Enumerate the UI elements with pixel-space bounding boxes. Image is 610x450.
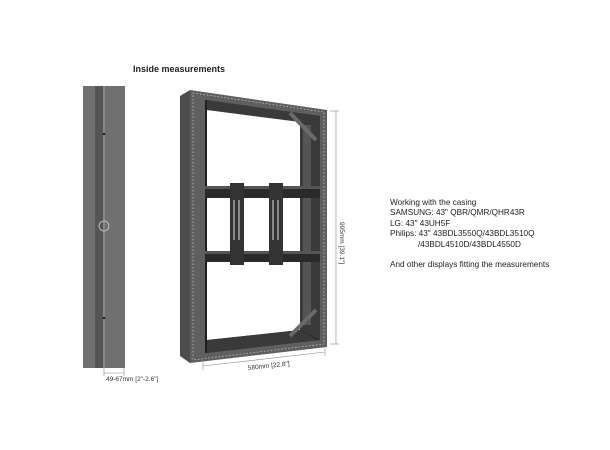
- casing-frame: [180, 90, 327, 363]
- mount-bracket-right: [269, 183, 283, 265]
- depth-dimension: 49-67mm [2"-2.6"]: [106, 376, 158, 383]
- compatibility-lg: LG: 43" 43UH5F: [390, 218, 451, 228]
- side-view: [83, 86, 125, 376]
- compatibility-info: Working with the casing SAMSUNG: 43" QBR…: [390, 198, 549, 270]
- height-dimension: 995mm [39.1"]: [338, 222, 345, 264]
- compatibility-note: And other displays fitting the measureme…: [390, 260, 550, 270]
- compatibility-samsung: SAMSUNG: 43" QBR/QMR/QHR43R: [390, 208, 525, 218]
- compatibility-heading: Working with the casing: [390, 198, 477, 207]
- mount-bracket-left: [230, 183, 244, 265]
- width-dimension: 580mm [22.8"]: [247, 361, 290, 372]
- inside-measurements-title: Inside measurements: [133, 64, 226, 74]
- compatibility-philips: Philips: 43" 43BDL3550Q/43BDL3510Q: [390, 229, 535, 239]
- compatibility-philips-cont: /43BDL4510D/43BDL4550D: [418, 239, 521, 249]
- dimension-lines: [202, 110, 339, 370]
